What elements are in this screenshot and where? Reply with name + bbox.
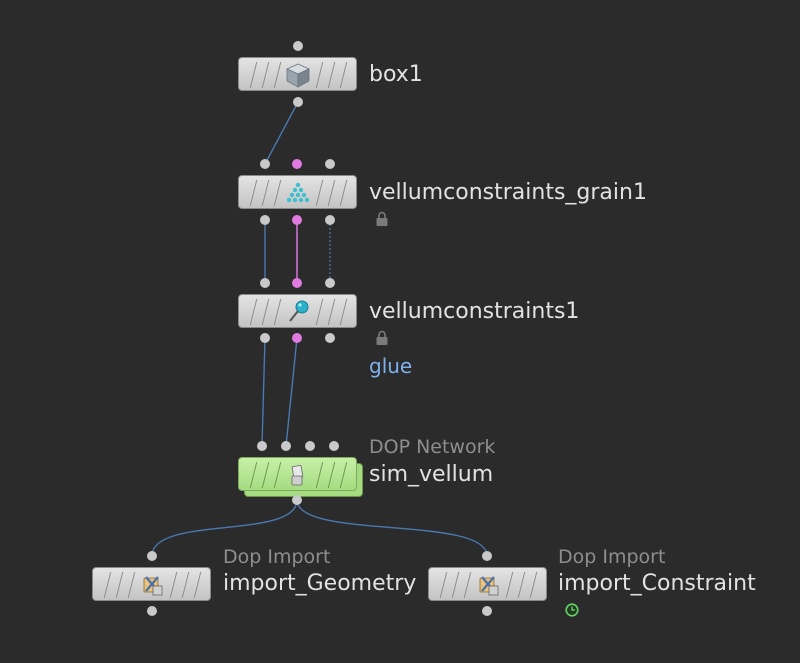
dop-network-icon: [291, 464, 303, 486]
input-port[interactable]: [147, 551, 157, 561]
input-port[interactable]: [305, 441, 315, 451]
wire-sim-import-geo: [151, 499, 298, 557]
wire-vc1-sim-a: [261, 337, 266, 447]
node-name: import_Geometry: [223, 571, 417, 596]
output-port[interactable]: [482, 606, 492, 616]
dop-import-icon: [479, 576, 498, 596]
output-port[interactable]: [292, 495, 302, 505]
output-port[interactable]: [260, 333, 270, 343]
input-port[interactable]: [482, 551, 492, 561]
node-comment: glue: [369, 354, 413, 378]
node-name: sim_vellum: [369, 462, 494, 487]
wire-sim-import-con: [296, 499, 488, 557]
node-vellumconstraints-grain1[interactable]: [238, 175, 357, 209]
input-port[interactable]: [260, 159, 270, 169]
node-box1[interactable]: [238, 57, 357, 91]
lock-icon: [376, 330, 388, 345]
node-type-label: DOP Network: [369, 436, 496, 458]
pushpin-icon: [288, 300, 308, 322]
dop-import-icon: [143, 576, 162, 596]
output-port[interactable]: [147, 606, 157, 616]
output-port[interactable]: [325, 333, 335, 343]
grains-icon: [286, 182, 309, 203]
node-type-label: Dop Import: [223, 546, 331, 568]
output-port[interactable]: [260, 215, 270, 225]
input-port[interactable]: [281, 441, 291, 451]
input-port[interactable]: [257, 441, 267, 451]
node-import-constraint[interactable]: [428, 567, 547, 601]
node-name: vellumconstraints1: [369, 299, 580, 324]
node-name: box1: [369, 62, 423, 87]
node-name: import_Constraint: [558, 571, 756, 596]
node-import-geometry[interactable]: [92, 567, 211, 601]
input-port[interactable]: [292, 159, 302, 169]
input-port[interactable]: [329, 441, 339, 451]
output-port[interactable]: [293, 97, 303, 107]
input-port[interactable]: [293, 41, 303, 51]
output-port[interactable]: [325, 215, 335, 225]
cube-icon: [285, 63, 310, 88]
input-port[interactable]: [260, 278, 270, 288]
output-port[interactable]: [292, 215, 302, 225]
input-port[interactable]: [325, 278, 335, 288]
wire-box1-grain: [264, 101, 299, 165]
wire-vc1-sim-b: [285, 337, 298, 447]
node-name: vellumconstraints_grain1: [369, 180, 647, 205]
lock-icon: [376, 211, 388, 226]
input-port[interactable]: [292, 278, 302, 288]
node-type-label: Dop Import: [558, 546, 666, 568]
input-port[interactable]: [325, 159, 335, 169]
clock-icon: [565, 603, 579, 617]
node-vellumconstraints1[interactable]: [238, 294, 357, 328]
node-sim-vellum[interactable]: [238, 457, 357, 491]
output-port[interactable]: [292, 333, 302, 343]
